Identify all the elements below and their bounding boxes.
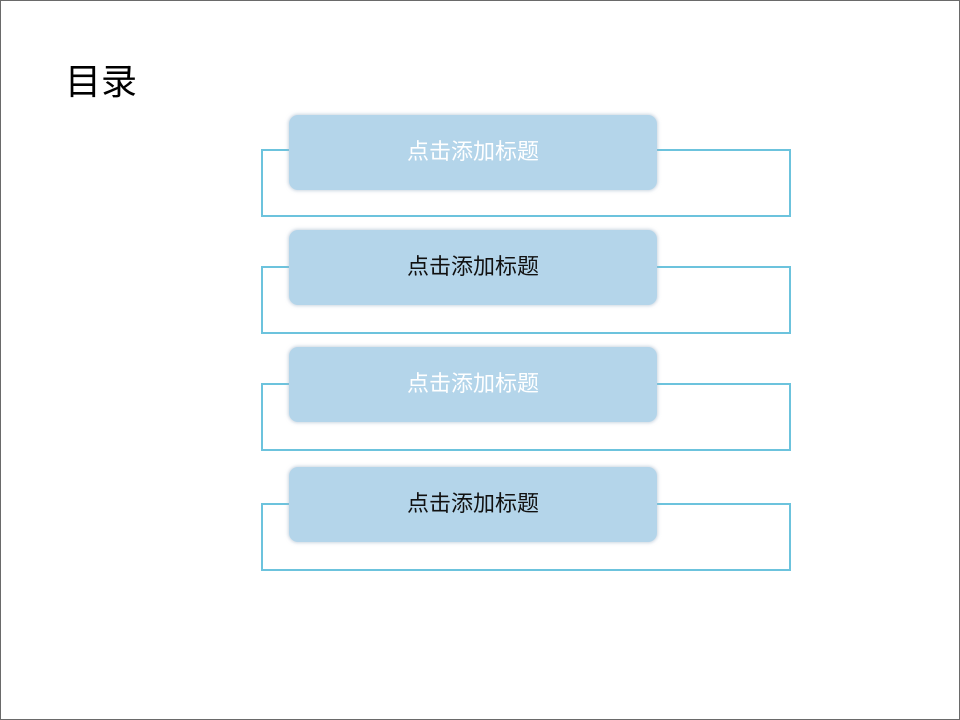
page-title: 目录 (65, 62, 138, 103)
toc-item-2: 点击添加标题 (261, 230, 791, 335)
toc-title-label: 点击添加标题 (406, 139, 539, 165)
toc-item-3: 点击添加标题 (261, 347, 791, 452)
toc-title-label: 点击添加标题 (406, 491, 539, 517)
toc-title-label: 点击添加标题 (406, 371, 539, 397)
toc-title-box[interactable]: 点击添加标题 (289, 347, 657, 422)
toc-item-1: 点击添加标题 (261, 115, 791, 220)
toc-title-box[interactable]: 点击添加标题 (289, 115, 657, 190)
toc-title-box[interactable]: 点击添加标题 (289, 230, 657, 305)
toc-title-label: 点击添加标题 (406, 254, 539, 280)
toc-title-box[interactable]: 点击添加标题 (289, 467, 657, 542)
toc-item-4: 点击添加标题 (261, 467, 791, 572)
